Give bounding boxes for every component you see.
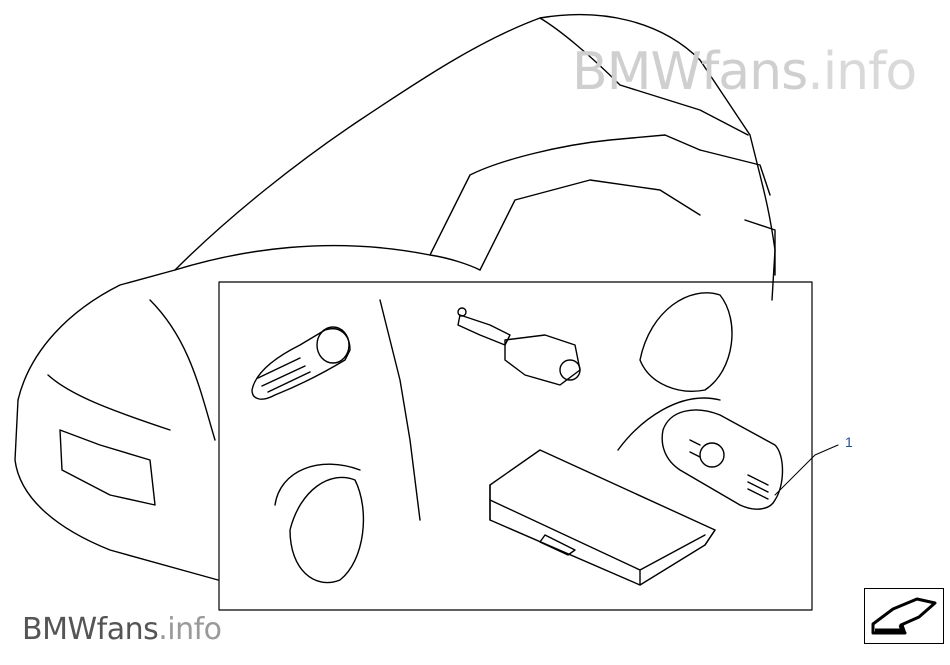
watermark-suffix: .info bbox=[807, 42, 917, 102]
watermark-top: BMWfans.info bbox=[572, 42, 917, 102]
ignition-switch-part bbox=[457, 307, 581, 386]
callout-number[interactable]: 1 bbox=[845, 434, 853, 450]
vehicle-outline bbox=[14, 13, 776, 584]
return-arrow-button[interactable] bbox=[864, 588, 944, 644]
watermark-brand: BMWfans bbox=[572, 42, 808, 102]
watermark-bottom[interactable]: BMWfans.info bbox=[22, 612, 222, 647]
return-arrow-icon bbox=[871, 597, 937, 635]
key-fob-part bbox=[661, 409, 784, 510]
lock-cylinder-part bbox=[251, 326, 351, 400]
watermark-brand-bottom: BMWfans bbox=[22, 612, 159, 647]
callout-leader bbox=[774, 444, 839, 496]
component-frame bbox=[218, 281, 813, 611]
watermark-suffix-bottom: .info bbox=[158, 612, 222, 647]
control-unit-part bbox=[489, 449, 716, 586]
